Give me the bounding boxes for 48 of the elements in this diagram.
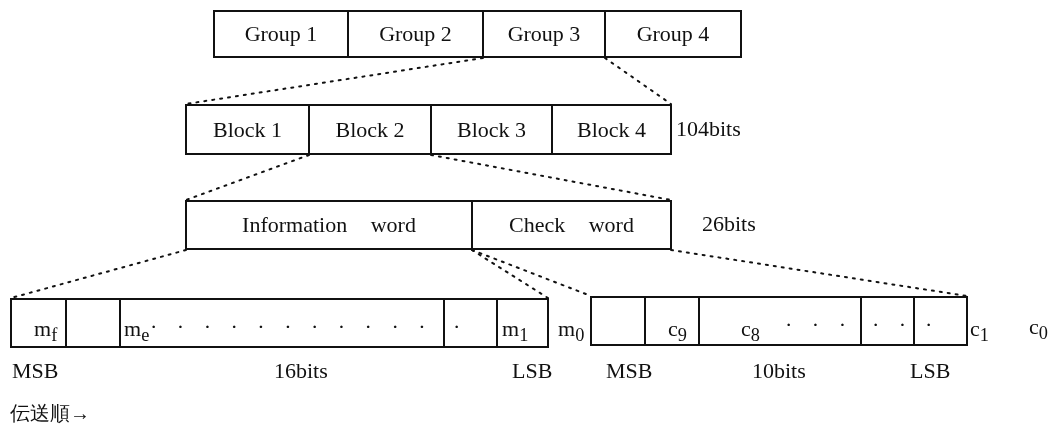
- dots: · · ·: [785, 314, 846, 336]
- bit-cell: [860, 296, 915, 346]
- bit-cell: [119, 298, 445, 348]
- zoom-line: [185, 57, 484, 105]
- bit-symbol: m$_{e}$: [124, 318, 150, 345]
- bit-cell: [65, 298, 121, 348]
- bit-symbol: c$_{8}$: [741, 318, 760, 345]
- bit-symbol: c$_{0}$: [1029, 316, 1048, 343]
- zoom-line: [185, 154, 310, 201]
- field-box: Block 1: [185, 104, 310, 155]
- bit-order-label: LSB: [512, 360, 553, 382]
- bit-order-label: MSB: [12, 360, 59, 382]
- dots: ·: [453, 316, 461, 338]
- bit-cell: [644, 296, 700, 346]
- field-box: Block 4: [551, 104, 672, 155]
- bit-cell: [913, 296, 968, 346]
- dots: · ·: [872, 314, 907, 336]
- bit-cell: [496, 298, 549, 348]
- bit-symbol: c$_{1}$: [970, 318, 989, 345]
- bit-count-label: 104bits: [676, 118, 741, 140]
- bit-order-label: LSB: [910, 360, 951, 382]
- bit-count-label: 16bits: [274, 360, 328, 382]
- bit-symbol: c$_{9}$: [668, 318, 687, 345]
- bit-order-label: MSB: [606, 360, 653, 382]
- zoom-line: [604, 57, 672, 105]
- transmission-order-note: 伝送順→: [10, 403, 90, 423]
- field-box: Information word: [185, 200, 473, 250]
- bit-cell: [10, 298, 67, 348]
- field-box: Group 3: [482, 10, 606, 58]
- bit-count-label: 10bits: [752, 360, 806, 382]
- bit-count-label: 26bits: [702, 213, 756, 235]
- field-box: Block 2: [308, 104, 432, 155]
- bit-cell: [698, 296, 862, 346]
- bit-symbol: m$_{1}$: [502, 318, 529, 345]
- field-box: Group 2: [347, 10, 484, 58]
- zoom-line: [670, 249, 968, 297]
- bit-symbol: m$_{0}$: [558, 318, 585, 345]
- bit-cell: [590, 296, 646, 346]
- dots: ·: [925, 314, 933, 336]
- field-box: Group 4: [604, 10, 742, 58]
- field-box: Group 1: [213, 10, 349, 58]
- zoom-line: [10, 249, 187, 299]
- field-box: Check word: [471, 200, 672, 250]
- bit-symbol: m$_{f}$: [34, 318, 58, 345]
- field-box: Block 3: [430, 104, 553, 155]
- zoom-line: [430, 154, 672, 201]
- bit-cell: [443, 298, 498, 348]
- dots: · · · · · · · · · · ·: [150, 316, 426, 338]
